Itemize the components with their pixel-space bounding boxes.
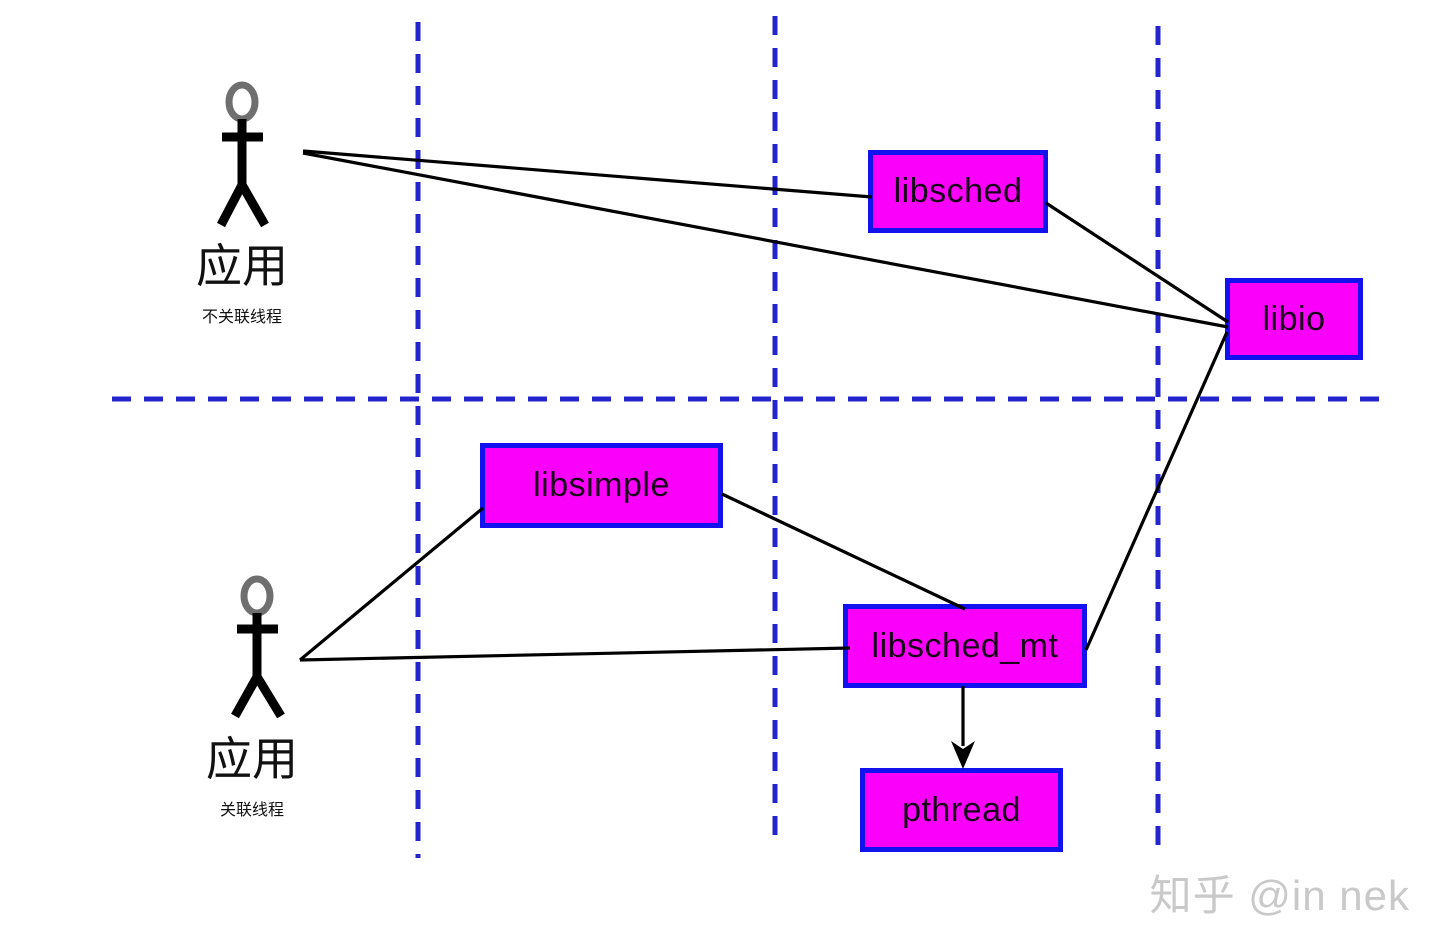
actor-top-stickman [217,81,269,228]
actor-top-label: 应用 [196,240,288,292]
edge-libio-libsched-mt [1084,331,1229,651]
node-pthread-label: pthread [902,790,1021,829]
node-libio: libio [1225,278,1363,360]
arrowhead-libsched-mt-pthread [951,741,975,769]
node-libio-label: libio [1262,299,1326,338]
edge-libsched-libio [1045,201,1229,324]
edge-actor-bottom-libsimple [298,506,485,662]
zhihu-watermark: 知乎 @in nek [1149,872,1410,919]
actor-bottom-left-leg [231,672,262,719]
node-libsched-mt: libsched_mt [843,604,1087,688]
edge-actor-bottom-libsched-mt [299,646,851,662]
edge-actor-top-libio [302,151,1229,329]
actor-bottom-stickman [231,575,285,719]
actor-top-right-leg [237,180,269,228]
node-libsched-mt-label: libsched_mt [871,626,1059,665]
actor-bottom-label: 应用 [206,733,298,785]
actor-bottom-right-leg [252,672,285,719]
edge-actor-top-libsched [302,149,873,199]
edge-libsimple-libsched-mt [721,492,966,611]
actor-bottom-sublabel: 关联线程 [219,802,284,819]
node-libsched-label: libsched [893,172,1023,210]
actor-top-sublabel: 不关联线程 [201,309,282,326]
node-libsched: libsched [868,150,1048,233]
node-libsimple: libsimple [480,443,723,528]
actor-bottom-head-icon [240,575,274,617]
actor-top-left-leg [217,180,247,228]
node-pthread: pthread [860,768,1063,852]
actor-top-head-icon [225,81,259,123]
node-libsimple-label: libsimple [533,466,670,504]
